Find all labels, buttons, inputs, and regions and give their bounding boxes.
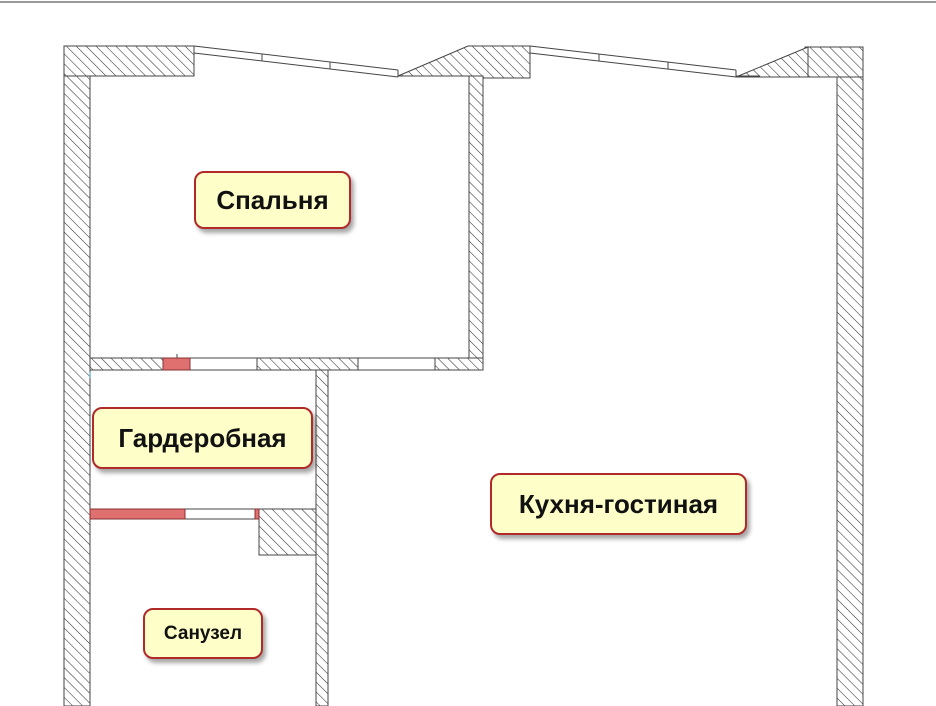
- exterior-walls: [63, 45, 864, 706]
- middle-top-pier: [397, 45, 531, 79]
- room-label-kitchen-living: Кухня-гостиная: [490, 473, 747, 535]
- wardrobe-bathroom-opening: [184, 508, 256, 520]
- top-left-wall: [63, 45, 195, 77]
- doors: [89, 357, 260, 520]
- bathroom-door-stop: [254, 508, 260, 520]
- left-wall: [63, 45, 91, 706]
- bedroom-kitchen-wall: [468, 75, 484, 371]
- window-left: [193, 45, 422, 78]
- window-right: [529, 45, 760, 78]
- wardrobe-door: [162, 357, 191, 371]
- bathroom-door: [89, 508, 186, 520]
- bathroom-corner-block: [258, 508, 317, 556]
- right-wall: [836, 46, 864, 706]
- room-label-bedroom: Спальня: [194, 171, 351, 229]
- wardrobe-right-wall: [315, 369, 329, 706]
- bedroom-wardrobe-opening: [189, 357, 258, 371]
- room-label-wardrobe: Гардеробная: [92, 407, 313, 469]
- right-top-jamb: [735, 46, 809, 78]
- top-right-wall: [804, 46, 864, 78]
- room-label-bathroom: Санузел: [143, 608, 263, 659]
- bedroom-kitchen-opening: [357, 357, 436, 371]
